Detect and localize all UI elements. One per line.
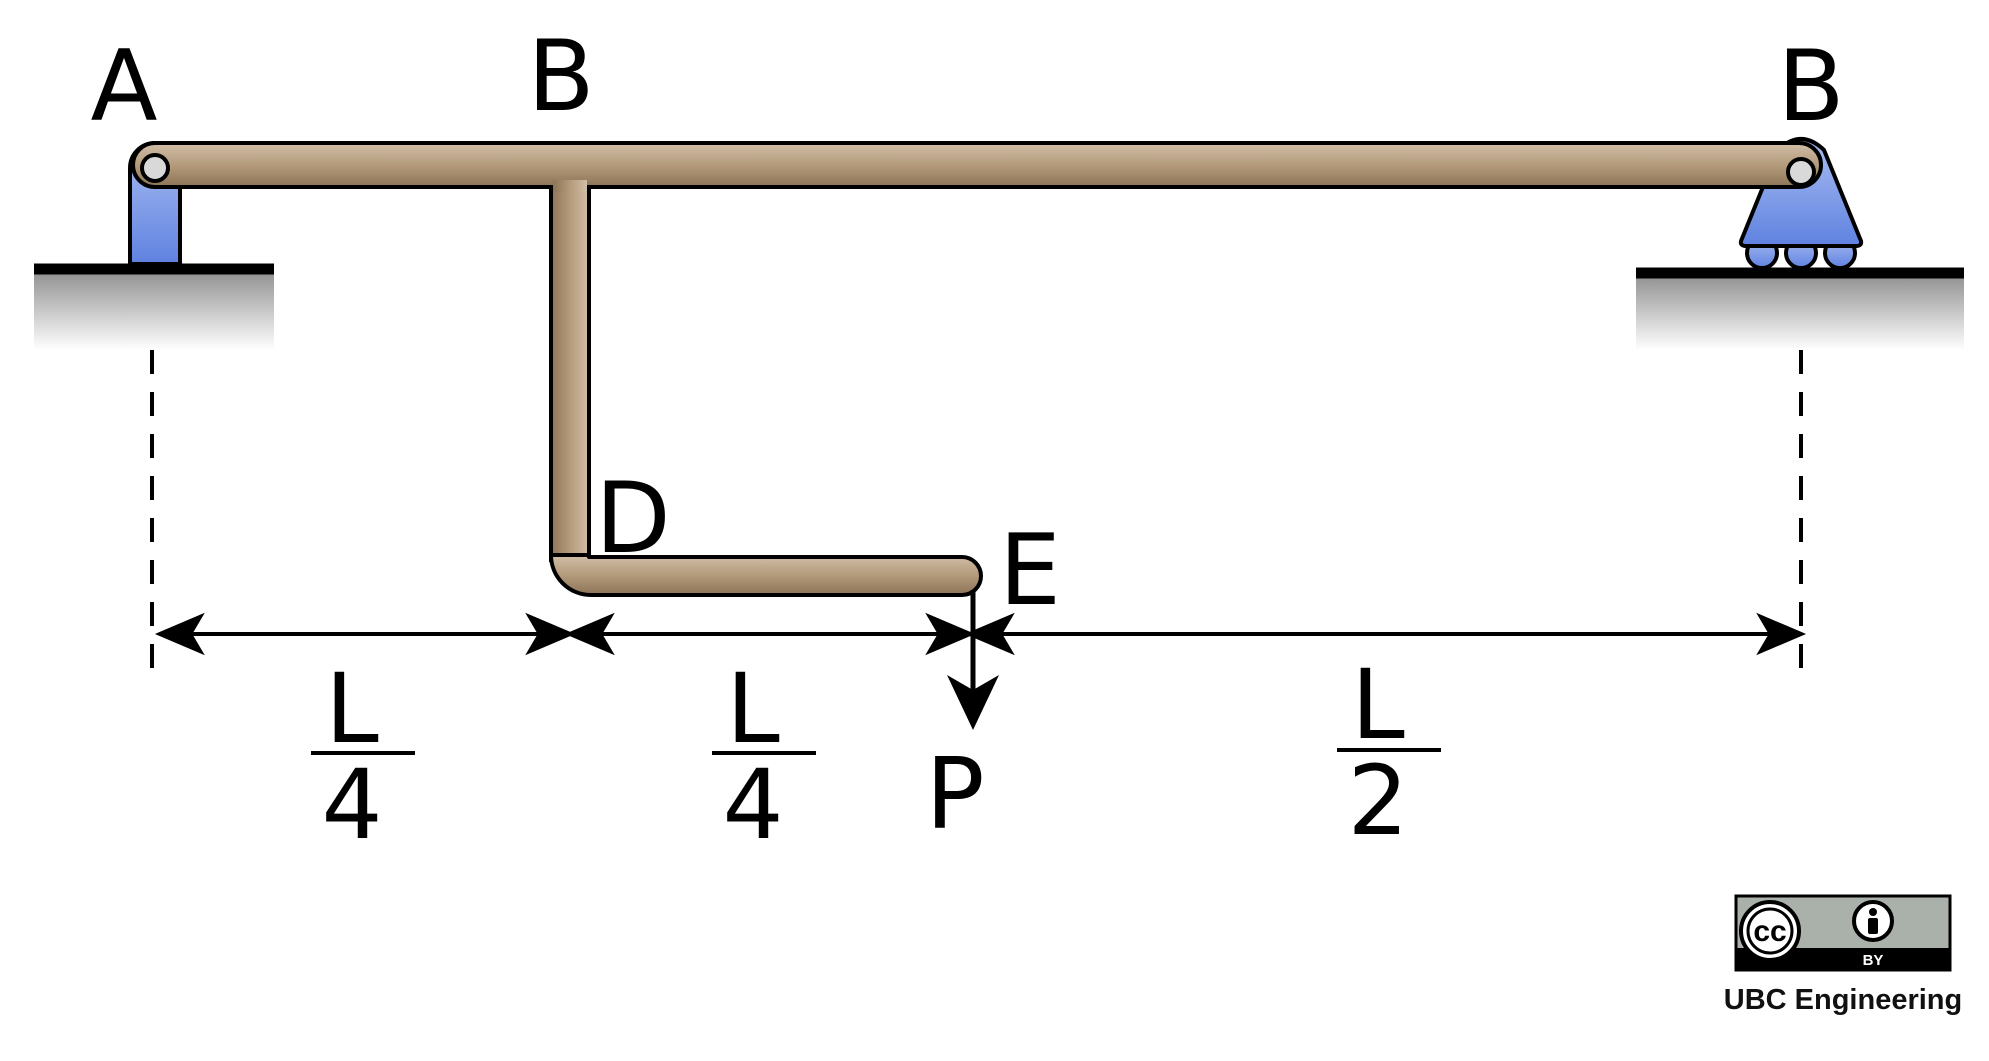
label-a: A: [90, 30, 157, 144]
label-b-support: B: [1777, 30, 1844, 144]
ground-left-hatch: [34, 270, 274, 350]
label-d: D: [595, 462, 670, 576]
arrowhead-right-3: [1756, 612, 1807, 656]
arrow-down-icon: [947, 590, 999, 730]
by-icon-body: [1868, 918, 1878, 934]
cc-logo-text: cc: [1753, 915, 1786, 948]
dimension-fraction-2: L 4: [712, 653, 816, 861]
joint-b-patch: [553, 180, 587, 192]
fraction-1-numerator: L: [325, 653, 378, 765]
fraction-2-numerator: L: [726, 653, 779, 765]
label-p: P: [925, 738, 984, 852]
arrowhead-right-1: [525, 612, 576, 656]
fraction-2-denominator: 4: [722, 749, 783, 861]
fraction-3-numerator: L: [1351, 649, 1404, 761]
fraction-1-denominator: 4: [321, 749, 382, 861]
arrowhead-left-1: [154, 612, 205, 656]
member-bd: [549, 173, 591, 562]
label-b-top: B: [527, 20, 594, 134]
ground-right-hatch: [1636, 274, 1964, 350]
dimension-lines: [154, 612, 1807, 656]
cc-logo-inner: [1746, 907, 1794, 955]
member-de: [549, 553, 983, 597]
roller-support-body: [1738, 137, 1864, 248]
label-e: E: [999, 514, 1061, 628]
roller-support-icon: [1738, 137, 1864, 270]
ground-left: [34, 263, 274, 350]
arrowhead-left-3: [964, 612, 1015, 656]
load-arrowhead: [947, 675, 999, 730]
dimension-fraction-1: L 4: [311, 653, 415, 861]
beam-structure: [131, 141, 1823, 597]
arrowhead-right-2: [925, 612, 976, 656]
credit-text: UBC Engineering: [1724, 984, 1962, 1016]
by-icon-head: [1869, 908, 1877, 916]
creative-commons-by-icon: cc BY: [1734, 894, 1952, 972]
by-label: BY: [1863, 952, 1884, 969]
fraction-3-denominator: 2: [1347, 745, 1408, 857]
member-ab: [131, 141, 1823, 189]
arrowhead-left-2: [564, 612, 615, 656]
ground-right: [1636, 267, 1964, 350]
pin-a: [140, 153, 170, 183]
pin-b: [1786, 157, 1816, 187]
dimension-fraction-3: L 2: [1337, 649, 1441, 857]
